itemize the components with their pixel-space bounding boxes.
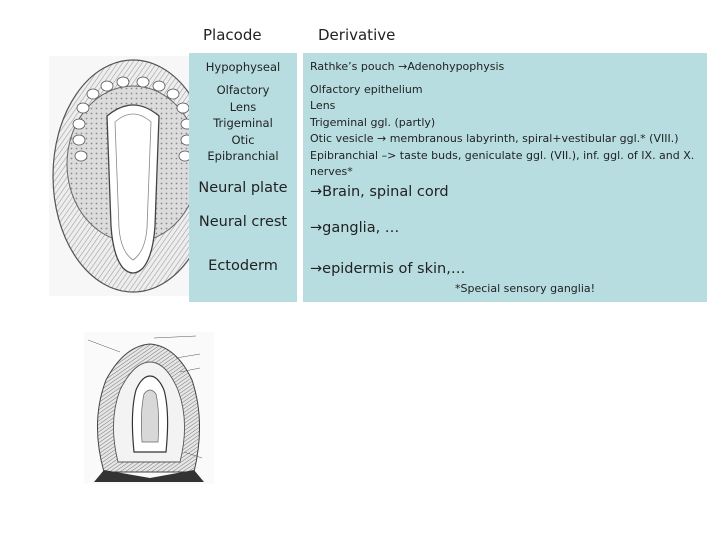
tissue-neural-plate: Neural plate <box>198 180 288 196</box>
tissue-neural-crest: Neural crest <box>198 214 288 230</box>
derivative-column-header: Derivative <box>318 26 396 44</box>
placode-panel: Hypophyseal Olfactory Lens Trigeminal Ot… <box>189 53 297 302</box>
derivative-epibranchial: Epibranchial –> taste buds, geniculate g… <box>310 148 695 178</box>
derivative-lens: Lens <box>310 99 336 113</box>
placode-column-header: Placode <box>203 26 262 44</box>
placode-olfactory: Olfactory <box>216 83 270 97</box>
derivative-olfactory: Olfactory epithelium <box>310 83 423 96</box>
embryo-cross-section-illustration <box>84 332 214 484</box>
derivative-ectoderm: →epidermis of skin,… <box>310 261 466 277</box>
placode-lens: Lens <box>229 99 257 114</box>
placode-trigeminal: Trigeminal <box>213 116 273 131</box>
derivative-neural-crest: →ganglia, … <box>310 220 400 236</box>
footnote: *Special sensory ganglia! <box>455 282 596 295</box>
placode-epibranchial: Epibranchial <box>207 149 279 164</box>
derivative-otic: Otic vesicle → membranous labyrinth, spi… <box>310 132 679 146</box>
placode-otic: Otic <box>231 132 255 147</box>
tissue-ectoderm: Ectoderm <box>208 258 278 274</box>
placode-hypophyseal: Hypophyseal <box>205 60 281 74</box>
derivative-panel: Rathke’s pouch →Adenohypophysis Olfactor… <box>303 53 707 302</box>
derivative-trigeminal: Trigeminal ggl. (partly) <box>310 115 436 129</box>
derivative-neural-plate: →Brain, spinal cord <box>310 184 449 200</box>
derivative-rathke: Rathke’s pouch →Adenohypophysis <box>310 60 505 73</box>
